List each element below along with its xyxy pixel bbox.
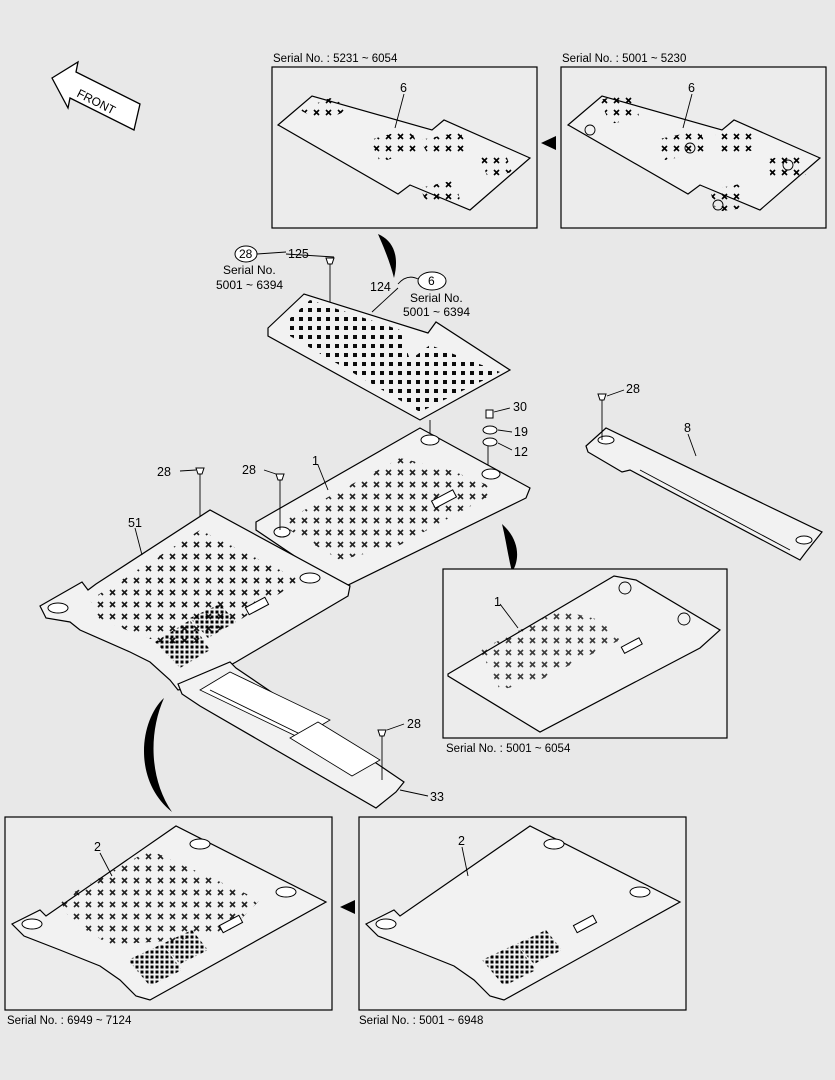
bracket-33: 33 28	[177, 661, 444, 809]
inset-mid-right-serial: Serial No. : 5001 ~ 6054	[446, 743, 571, 755]
callout-28-circle: 28	[239, 247, 253, 261]
part-label-33: 33	[430, 790, 444, 804]
part-label-8: 8	[684, 421, 691, 435]
part-label-30: 30	[513, 400, 527, 414]
part-label-19: 19	[514, 425, 528, 439]
variant-marker-bottom	[340, 900, 355, 914]
variant-marker	[541, 136, 556, 150]
part-label-124: 124	[370, 280, 391, 294]
bolt-28-mid: 28	[242, 463, 285, 530]
inset-top-right-serial: Serial No. : 5001 ~ 5230	[562, 53, 686, 65]
inset-bottom-left-part: 2	[94, 840, 101, 854]
part-label-28-right: 28	[626, 382, 640, 396]
inset-top-left-serial: Serial No. : 5231 ~ 6054	[273, 53, 398, 65]
callout-6-serial: 6 Serial No. 5001 ~ 6394	[397, 271, 470, 319]
part-label-1: 1	[312, 454, 319, 468]
inset-bottom-left-serial: Serial No. : 6949 ~ 7124	[7, 1015, 132, 1027]
front-arrow: FRONT	[51, 60, 141, 131]
floor-plate-1: 1	[255, 427, 531, 589]
callout-6-serial-line2: 5001 ~ 6394	[403, 305, 470, 319]
part-label-28-a: 28	[157, 465, 171, 479]
callout-28-serial-line2: 5001 ~ 6394	[216, 278, 283, 292]
callout-28-serial-line1: Serial No.	[223, 263, 276, 277]
inset-top-right-part: 6	[688, 81, 695, 95]
inset-bottom-right-part: 2	[458, 834, 465, 848]
inset-mid-right-part: 1	[494, 595, 501, 609]
connector-swoosh-bottom	[144, 698, 172, 812]
inset-top-left-part: 6	[400, 81, 407, 95]
inset-mid-right: 1 Serial No. : 5001 ~ 6054	[442, 568, 728, 755]
bracket-8: 8 28	[585, 382, 823, 561]
part-label-28-b: 28	[242, 463, 256, 477]
hardware-stack: 30 19 12	[429, 400, 528, 470]
inset-top-left: Serial No. : 5231 ~ 6054 6	[271, 53, 538, 229]
part-label-51: 51	[128, 516, 142, 530]
part-label-28-c: 28	[407, 717, 421, 731]
callout-28-serial: 28 Serial No. 5001 ~ 6394	[216, 245, 287, 292]
floor-mat-124: 124	[267, 280, 512, 421]
inset-top-right: Serial No. : 5001 ~ 5230 6	[560, 53, 827, 229]
part-label-12: 12	[514, 445, 528, 459]
connector-swoosh-top	[378, 234, 397, 278]
callout-6-serial-line1: Serial No.	[410, 291, 463, 305]
inset-bottom-right-serial: Serial No. : 5001 ~ 6948	[359, 1015, 483, 1027]
bolt-28-left: 28	[157, 465, 205, 518]
floor-plate-51: 51	[39, 509, 351, 691]
part-label-125: 125	[288, 247, 309, 261]
inset-bottom-right: 2 Serial No. : 5001 ~ 6948	[358, 816, 687, 1027]
connector-swoosh-mid	[502, 524, 518, 572]
callout-6-circle: 6	[428, 274, 435, 288]
inset-bottom-left: 2 Serial No. : 6949 ~ 7124	[4, 816, 333, 1027]
